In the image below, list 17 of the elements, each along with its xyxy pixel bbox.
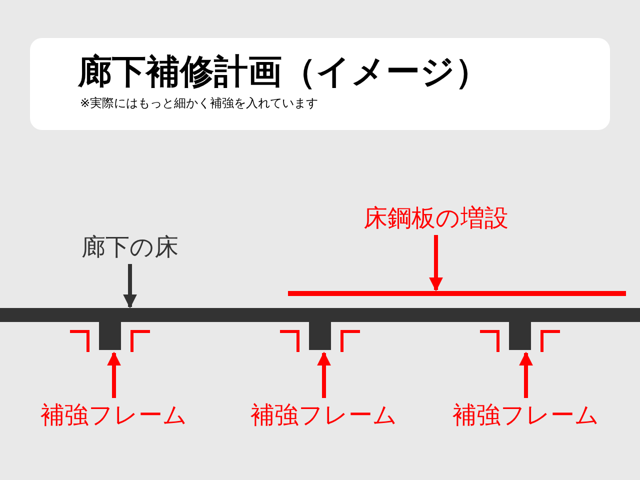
arrow [317, 352, 331, 398]
note: ※実際にはもっと細かく補強を入れています [80, 96, 318, 110]
callout-label: 補強フレーム [436, 400, 616, 430]
title: 廊下補修計画（イメージ） [78, 52, 489, 92]
reinforcement-frame-drawing [479, 330, 561, 352]
arrow [429, 235, 443, 292]
reinforcement-frame-drawing [69, 330, 151, 352]
callout-label: 床鋼板の増設 [346, 203, 526, 233]
callout-label: 廊下の床 [40, 232, 220, 262]
callout-label: 補強フレーム [24, 400, 204, 430]
arrow [519, 352, 533, 398]
steel-plate [288, 291, 626, 296]
callout-label: 補強フレーム [234, 400, 414, 430]
arrow [123, 264, 137, 308]
reinforcement-frame-drawing [279, 330, 361, 352]
arrow [107, 352, 121, 398]
floor-slab [0, 308, 640, 322]
